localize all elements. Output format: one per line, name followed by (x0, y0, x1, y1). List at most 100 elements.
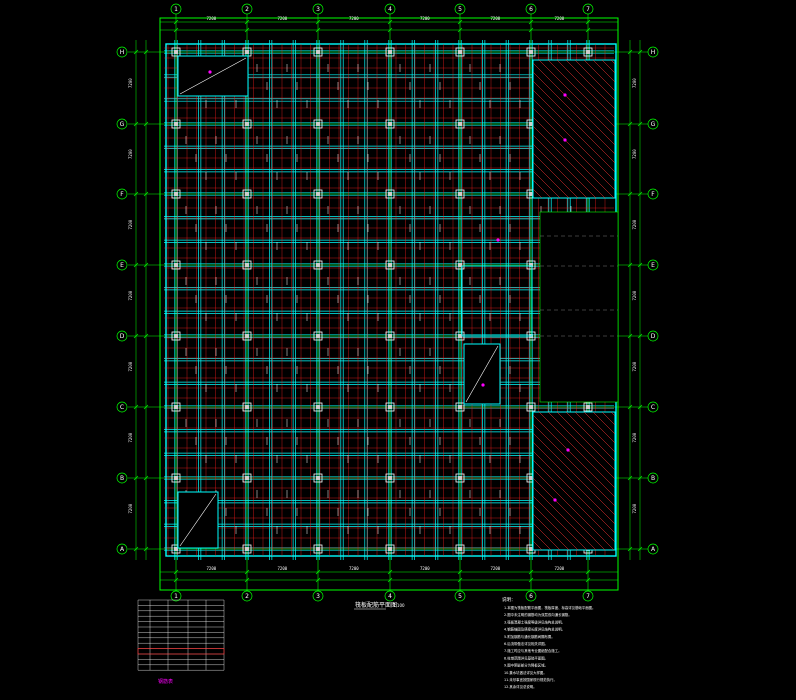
column-mark (242, 189, 252, 199)
dim-tick (133, 121, 139, 127)
dim-value: 7200 (207, 16, 217, 21)
hatch-zone-bottom-hatch (610, 411, 616, 417)
hatch-zone-top-hatch (532, 188, 543, 199)
column-core (529, 476, 533, 480)
hatch-zone-top-hatch (532, 152, 579, 199)
column-mark (171, 47, 181, 57)
hatch-zone-top-hatch (532, 161, 570, 199)
column-core (458, 405, 462, 409)
highlight-dot (566, 448, 570, 452)
column-core (245, 263, 249, 267)
dim-tick (143, 49, 149, 55)
dim-tick (457, 27, 463, 33)
column-core (388, 263, 392, 267)
note-line: 10.集水坑做法详见大样图。 (504, 670, 547, 675)
hatch-zone-top-hatch (532, 170, 561, 199)
column-mark (313, 544, 323, 554)
hatch-zone-bottom-hatch (532, 441, 616, 525)
column-mark (242, 119, 252, 129)
column-mark (385, 47, 395, 57)
column-mark (583, 47, 593, 57)
column-core (388, 405, 392, 409)
note-line: 2.图中未注明的钢筋均为双层双向通长钢筋。 (504, 612, 572, 617)
dim-tick (143, 121, 149, 127)
axis-bubble-col (241, 590, 253, 602)
hatch-zone-top-box (532, 59, 616, 199)
dim-value: 7200 (128, 78, 133, 88)
hatch-zone-bottom-hatch (532, 459, 616, 543)
column-core (529, 192, 533, 196)
column-mark (455, 402, 465, 412)
axis-bubble-label: G (120, 121, 125, 128)
column-mark (171, 260, 181, 270)
note-line: 1.本图为筏板配筋平面图，筏板厚度、标高详见基础平面图。 (504, 605, 595, 610)
column-mark (455, 189, 465, 199)
dim-tick (133, 191, 139, 197)
column-mark (385, 189, 395, 199)
dim-tick (457, 569, 463, 575)
dim-tick (637, 262, 643, 268)
axis-bubble-label: 5 (458, 593, 462, 600)
dim-value: 7200 (632, 219, 637, 229)
hatch-zone-bottom-hatch (556, 411, 616, 471)
axis-bubble-col (384, 3, 396, 15)
plan-title: 筏板配筋平面图 (355, 601, 397, 609)
dim-value: 7200 (632, 149, 637, 159)
dim-tick (387, 19, 393, 25)
dim-value: 7200 (349, 566, 359, 571)
column-core (529, 263, 533, 267)
column-core (316, 405, 320, 409)
dim-tick (627, 475, 633, 481)
dim-tick (585, 577, 591, 583)
axis-bubble-row (647, 330, 659, 342)
dim-value: 7200 (207, 566, 217, 571)
column-mark (455, 119, 465, 129)
column-core (316, 192, 320, 196)
column-mark (583, 402, 593, 412)
hatch-zone-top-hatch (532, 134, 597, 199)
column-mark (526, 402, 536, 412)
column-mark (313, 331, 323, 341)
highlight-dot (208, 70, 212, 74)
dim-value: 7200 (128, 503, 133, 513)
column-mark (171, 189, 181, 199)
dim-tick (387, 569, 393, 575)
axis-bubble-label: 7 (586, 6, 590, 13)
column-mark (455, 47, 465, 57)
dim-tick (244, 19, 250, 25)
hatch-zone-bottom-hatch (532, 504, 579, 551)
sub-zone-box (461, 265, 533, 337)
column-core (586, 405, 590, 409)
column-core (174, 405, 178, 409)
column-mark (171, 331, 181, 341)
dim-value: 7200 (128, 149, 133, 159)
column-core (174, 263, 178, 267)
axis-bubble-col (525, 590, 537, 602)
dim-tick (315, 577, 321, 583)
axis-bubble-col (241, 3, 253, 15)
hatch-zone-top-hatch (532, 98, 616, 182)
hatch-zone-top-hatch (538, 59, 616, 137)
dim-tick (143, 475, 149, 481)
column-mark (385, 331, 395, 341)
column-core (245, 476, 249, 480)
column-mark (526, 47, 536, 57)
dim-tick (637, 333, 643, 339)
column-mark (455, 544, 465, 554)
dim-tick (585, 19, 591, 25)
column-core (529, 122, 533, 126)
hatch-zone-bottom-hatch (532, 450, 616, 534)
highlight-dot (563, 93, 567, 97)
column-core (458, 192, 462, 196)
column-mark (385, 544, 395, 554)
axis-bubble-label: 4 (388, 593, 392, 600)
note-line: 12.其余详见总说明。 (504, 684, 537, 689)
hatch-zone-bottom-hatch (601, 411, 616, 426)
dim-tick (627, 121, 633, 127)
dim-tick (143, 404, 149, 410)
highlight-dot (481, 383, 485, 387)
axis-bubble-row (116, 259, 128, 271)
column-mark (526, 260, 536, 270)
dim-tick (244, 569, 250, 575)
